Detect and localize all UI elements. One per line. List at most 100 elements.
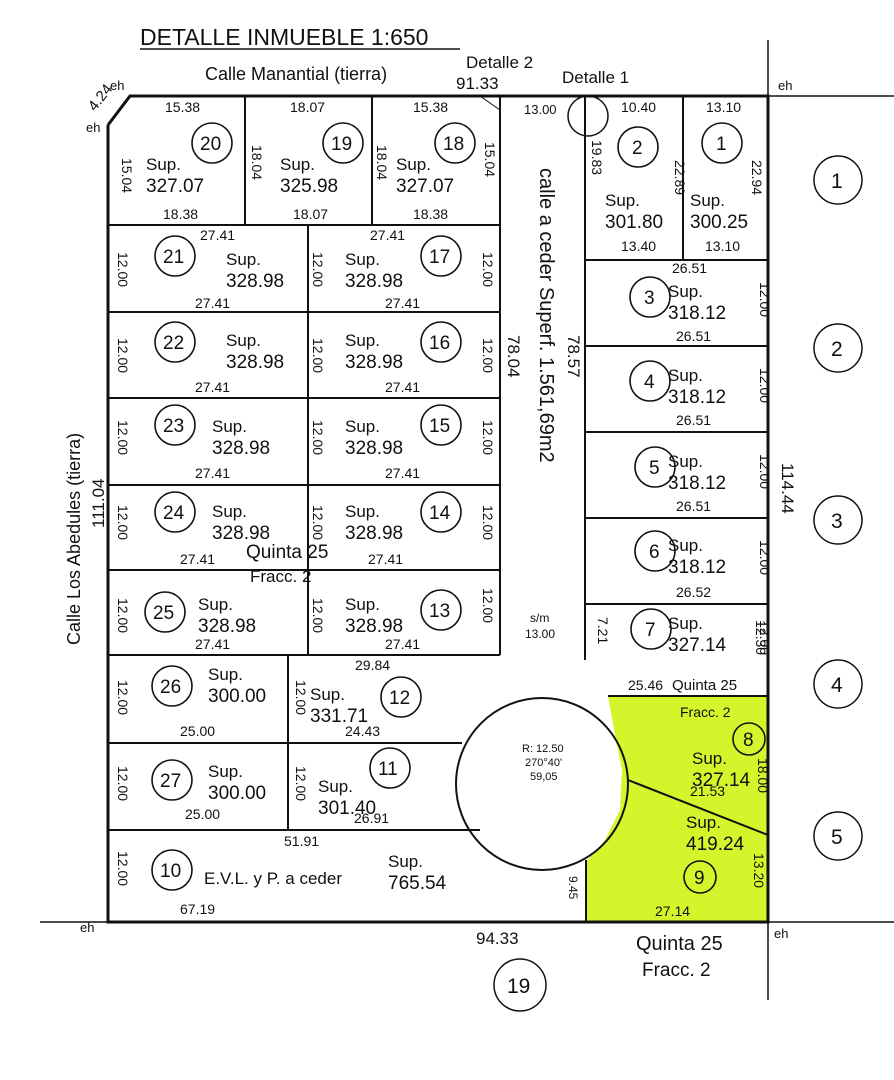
lot-area: 327.07 [146,176,204,197]
circle-arc: 59,05 [530,771,558,783]
lot-number: 24 [163,503,185,524]
lot-measure: 27.41 [385,295,420,311]
lot-number-circle [154,235,196,277]
lot-number-circle [380,676,422,718]
lot-number-circle [420,589,462,631]
corner-label: eh [86,120,100,135]
lot-number: 19 [331,134,352,155]
lot-measure: 18.07 [293,206,328,222]
lot-number: 21 [163,247,184,268]
fracc-right: Fracc. 2 [680,704,731,720]
lot-measure: 15.38 [413,99,448,115]
lot-area: 328.98 [345,523,403,544]
lot-sup-label: Sup. [690,191,725,210]
lot-area: 327.07 [396,176,454,197]
lot-number: 3 [644,288,655,309]
lot-number: 12 [389,688,410,709]
lot-measure: 26.51 [676,498,711,514]
lot-number-circle [420,235,462,277]
lot-measure: 12.00 [115,420,131,455]
lot-number-circle [191,122,233,164]
lot-measure: 27.41 [368,551,403,567]
lot-measure: 12.00 [310,598,326,633]
lot-measure: 24.43 [345,723,380,739]
lot-number: 10 [160,861,181,882]
lot-area: 328.98 [226,271,284,292]
lot-measure: 27.41 [195,295,230,311]
lot-measure: 67.19 [180,901,215,917]
lot-sup-label: Sup. [226,250,261,269]
corner-label: eh [110,78,124,93]
lot-sup-label: Sup. [226,331,261,350]
lot-measure: 12.00 [480,505,496,540]
dim-top: 91.33 [456,74,499,93]
lot-number: 25 [153,603,174,624]
lot-sup-label: Sup. [318,777,353,796]
lot-sup-label: Sup. [668,536,703,555]
circle-angle: 270°40' [525,757,562,769]
lot-measure: 7.21 [595,617,611,644]
lot-measure: 12.00 [310,252,326,287]
lot-measure: 10.40 [621,99,656,115]
lot-area: 301.80 [605,212,663,233]
lot-number-circle [634,446,676,488]
lot-sup-label: Sup. [345,502,380,521]
lot-measure: 18.04 [249,145,265,180]
lot-measure: 27.41 [385,465,420,481]
lot-number-circle [154,321,196,363]
lot-number: 18 [443,134,464,155]
lot-measure: 12.00 [480,588,496,623]
lot-number-circle [151,759,193,801]
lot-number: 17 [429,247,450,268]
lot-area: 300.00 [208,783,266,804]
lot-area: 328.98 [212,523,270,544]
lot-measure: 12.00 [480,252,496,287]
lot-number-circle [629,276,671,318]
lot-measure: 12.00 [310,420,326,455]
lot-measure: 12.00 [115,505,131,540]
lot-sup-label: Sup. [310,685,345,704]
lot-sup-label: Sup. [208,762,243,781]
lot-measure: 12.30 [753,620,769,655]
lot-measure: 13.10 [705,238,740,254]
quinta-bottom: Quinta 25 [636,933,723,955]
lot-number-circle [322,122,364,164]
lot-number-circle [154,404,196,446]
lot-measure: 12.00 [310,338,326,373]
lot-measure: 18.38 [163,206,198,222]
lot-sup-label: Sup. [146,155,181,174]
lot-number-circle [634,530,676,572]
lot-measure: 27.41 [200,227,235,243]
lot-area: 328.98 [198,616,256,637]
lot-measure: 13.20 [751,853,767,888]
lot-number-circle [732,722,766,756]
lot-measure: 27.41 [195,636,230,652]
lot-number-circle [144,591,186,633]
lot-sup-label: Sup. [345,595,380,614]
quinta-center: Quinta 25 [246,542,328,563]
lot-area: 327.14 [668,635,727,656]
lot-measure: 21.53 [690,783,725,799]
lot-number-circle [420,321,462,363]
cul-de-sac-circle [455,697,629,871]
lot-measure: 18.07 [290,99,325,115]
lot-sup-label: Sup. [345,331,380,350]
lot-number: 15 [429,416,450,437]
lot-sup-label: Sup. [668,282,703,301]
lot-measure: 15.04 [119,158,135,193]
fracc-center: Fracc. 2 [250,567,311,586]
corner-label: eh [778,78,792,93]
lot-measure: 12.00 [757,282,773,317]
dim-center-right: 78.57 [564,335,583,378]
lot-number: 2 [632,138,643,159]
lot-measure: 13.40 [621,238,656,254]
lot-sup-label: Sup. [388,852,423,871]
dim-right: 114.44 [778,463,797,514]
street-left: Calle Los Abedules (tierra) [64,433,84,645]
lot-measure: 18.00 [755,758,771,793]
lot-sup-label: Sup. [345,250,380,269]
lot-area: 328.98 [226,352,284,373]
lot-sup-label: Sup. [280,155,315,174]
lot-measure: 26.91 [354,810,389,826]
